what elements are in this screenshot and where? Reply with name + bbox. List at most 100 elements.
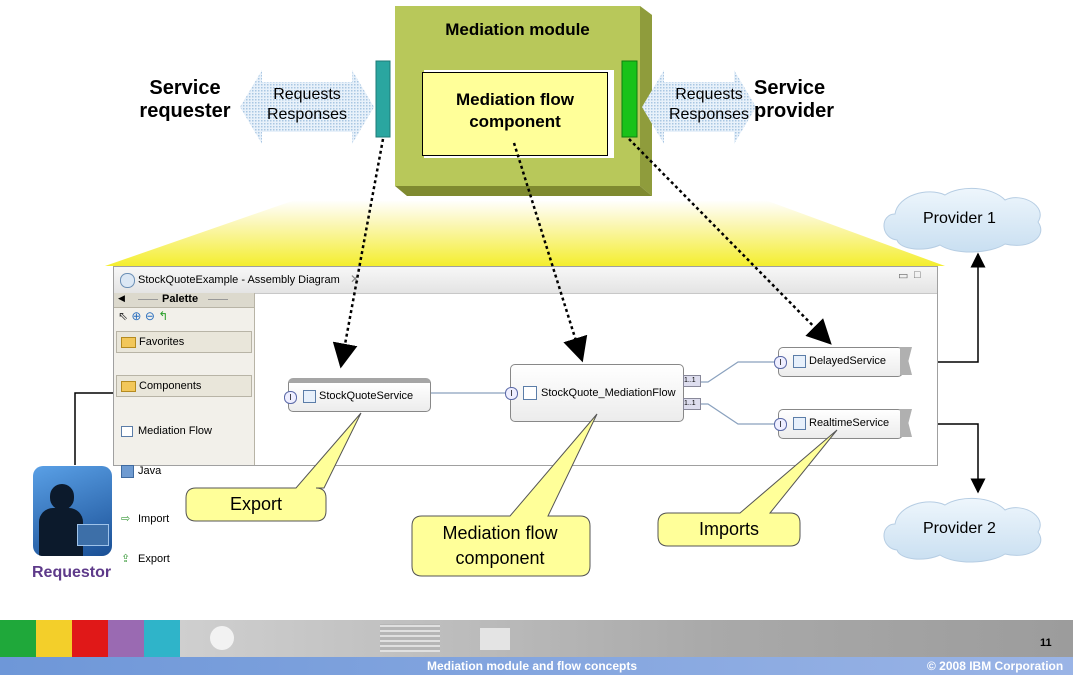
import-component-delayedservice[interactable]: I DelayedService <box>774 347 912 377</box>
palette-header: ◀ Palette <box>114 293 254 308</box>
footer-swatch-yellow <box>36 620 72 657</box>
requester-double-arrow <box>240 70 374 144</box>
palette-import-label: Import <box>138 513 170 525</box>
zoom-out-icon[interactable]: ⊖ <box>144 309 155 323</box>
maximize-icon[interactable]: □ <box>914 269 921 281</box>
assembly-diagram-icon <box>120 273 135 288</box>
interface-icon: I <box>284 391 297 404</box>
export-component-icon <box>303 390 316 403</box>
person-body <box>39 508 83 556</box>
export-icon: ⇪ <box>121 553 131 565</box>
mediation-flow-label: StockQuote_MediationFlow <box>541 387 676 399</box>
palette-components-label: Components <box>139 380 202 392</box>
service-requester-line2: requester <box>139 100 231 122</box>
footer-swatch-cyan <box>144 620 180 657</box>
service-requester-label: Service requester <box>130 77 240 123</box>
palette-components[interactable]: Components <box>116 375 252 397</box>
flow-callout <box>411 413 598 577</box>
imports-callout <box>657 429 838 547</box>
realtime-service-label: RealtimeService <box>809 417 890 429</box>
mediation-flow-icon <box>523 386 537 400</box>
wire-tool-icon[interactable]: ↰ <box>158 309 169 323</box>
requestor-label: Requestor <box>32 564 112 581</box>
reference-multiplicity-1: 1..1 <box>683 375 701 387</box>
palette-title: Palette <box>162 293 199 305</box>
window-title: StockQuoteExample - Assembly Diagram <box>138 274 340 286</box>
palette-favorites-label: Favorites <box>139 336 185 348</box>
import-component-icon <box>793 355 806 368</box>
footer-stripe-graphic <box>380 624 440 652</box>
mediation-module-title: Mediation module <box>445 20 590 39</box>
page-number: 11 <box>1040 637 1052 649</box>
export-component-stockquoteservice[interactable]: I StockQuoteService <box>284 378 431 412</box>
import-tab <box>900 347 912 375</box>
palette-java[interactable]: Java <box>116 461 250 481</box>
palette-collapse-icon[interactable]: ◀ <box>118 293 125 303</box>
import-icon: ⇨ <box>121 513 131 525</box>
flow-pointer <box>512 142 588 363</box>
footer-circle-graphic <box>210 626 234 650</box>
footer-swatch-red <box>72 620 108 657</box>
minimize-icon[interactable]: ▭ <box>898 270 909 282</box>
provider2-label: Provider 2 <box>923 520 996 537</box>
person-head <box>50 484 74 510</box>
export-callout <box>185 412 362 522</box>
requestor-avatar <box>33 466 112 556</box>
provider2-cloud <box>883 497 1042 563</box>
interface-icon: I <box>774 418 787 431</box>
footer-image-band <box>180 620 1073 657</box>
close-tab-icon[interactable]: ✕ <box>350 272 361 286</box>
palette-tools: ⇖ ⊕ ⊖ ↰ <box>118 309 168 327</box>
delayed-service-label: DelayedService <box>809 355 887 367</box>
footer-title: Mediation module and flow concepts <box>427 659 638 673</box>
interface-icon: I <box>774 356 787 369</box>
laptop-icon <box>77 524 109 546</box>
requester-requests-text: Requests <box>273 86 341 103</box>
reference-multiplicity-2: 1..1 <box>683 398 701 410</box>
export-pointer <box>332 138 385 369</box>
palette-grip-left <box>138 299 158 300</box>
mediation-flow-component-box: Mediation flow component <box>422 72 608 156</box>
import-component-realtimeservice[interactable]: I RealtimeService <box>774 409 912 439</box>
zoom-in-icon[interactable]: ⊕ <box>131 309 142 323</box>
folder-icon <box>121 337 136 348</box>
palette-grip-right <box>208 299 228 300</box>
palette-favorites[interactable]: Favorites <box>116 331 252 353</box>
palette: ◀ Palette ⇖ ⊕ ⊖ ↰ Favorites Components M… <box>114 293 255 565</box>
imports-callout-text: Imports <box>698 519 759 539</box>
provider1-cloud <box>883 187 1042 253</box>
import-connector <box>621 60 638 138</box>
export-connector <box>375 60 391 138</box>
footer-copyright: © 2008 IBM Corporation <box>927 659 1064 673</box>
palette-export[interactable]: ⇪ Export <box>116 549 250 569</box>
mediation-flow-component-label: Mediation flow component <box>455 90 575 131</box>
footer-swatch-green <box>0 620 36 657</box>
export-callout-text: Export <box>229 494 283 514</box>
footer-strip: 11 <box>0 620 1073 657</box>
provider-responses-text: Responses <box>668 106 750 123</box>
import-pointer <box>628 138 832 345</box>
service-provider-label: Service provider <box>754 77 864 123</box>
palette-export-label: Export <box>138 553 170 565</box>
import-component-icon <box>793 417 806 430</box>
footer-bar: Mediation module and flow concepts © 200… <box>0 657 1073 675</box>
flow-callout-text: Mediation flow component <box>442 523 558 568</box>
interface-icon: I <box>505 387 518 400</box>
footer-block-graphic <box>480 628 510 650</box>
open-folder-icon <box>121 381 136 392</box>
provider-arrow-text: Requests Responses <box>664 85 754 125</box>
import-tab <box>900 409 912 437</box>
requester-arrow-text: Requests Responses <box>262 85 352 125</box>
provider-double-arrow <box>642 70 756 144</box>
select-tool-icon[interactable]: ⇖ <box>118 309 129 323</box>
mediation-flow-icon <box>121 426 133 437</box>
palette-mediation-flow[interactable]: Mediation Flow <box>116 421 250 441</box>
export-component-label: StockQuoteService <box>319 390 414 402</box>
footer-swatch-purple <box>108 620 144 657</box>
zoom-trapezoid <box>105 200 945 266</box>
service-requester-line1: Service <box>149 77 221 99</box>
requester-responses-text: Responses <box>266 106 348 123</box>
palette-import[interactable]: ⇨ Import <box>116 509 250 529</box>
mediation-flow-component-stockquote[interactable]: I StockQuote_MediationFlow 1..1 1..1 <box>505 364 701 422</box>
